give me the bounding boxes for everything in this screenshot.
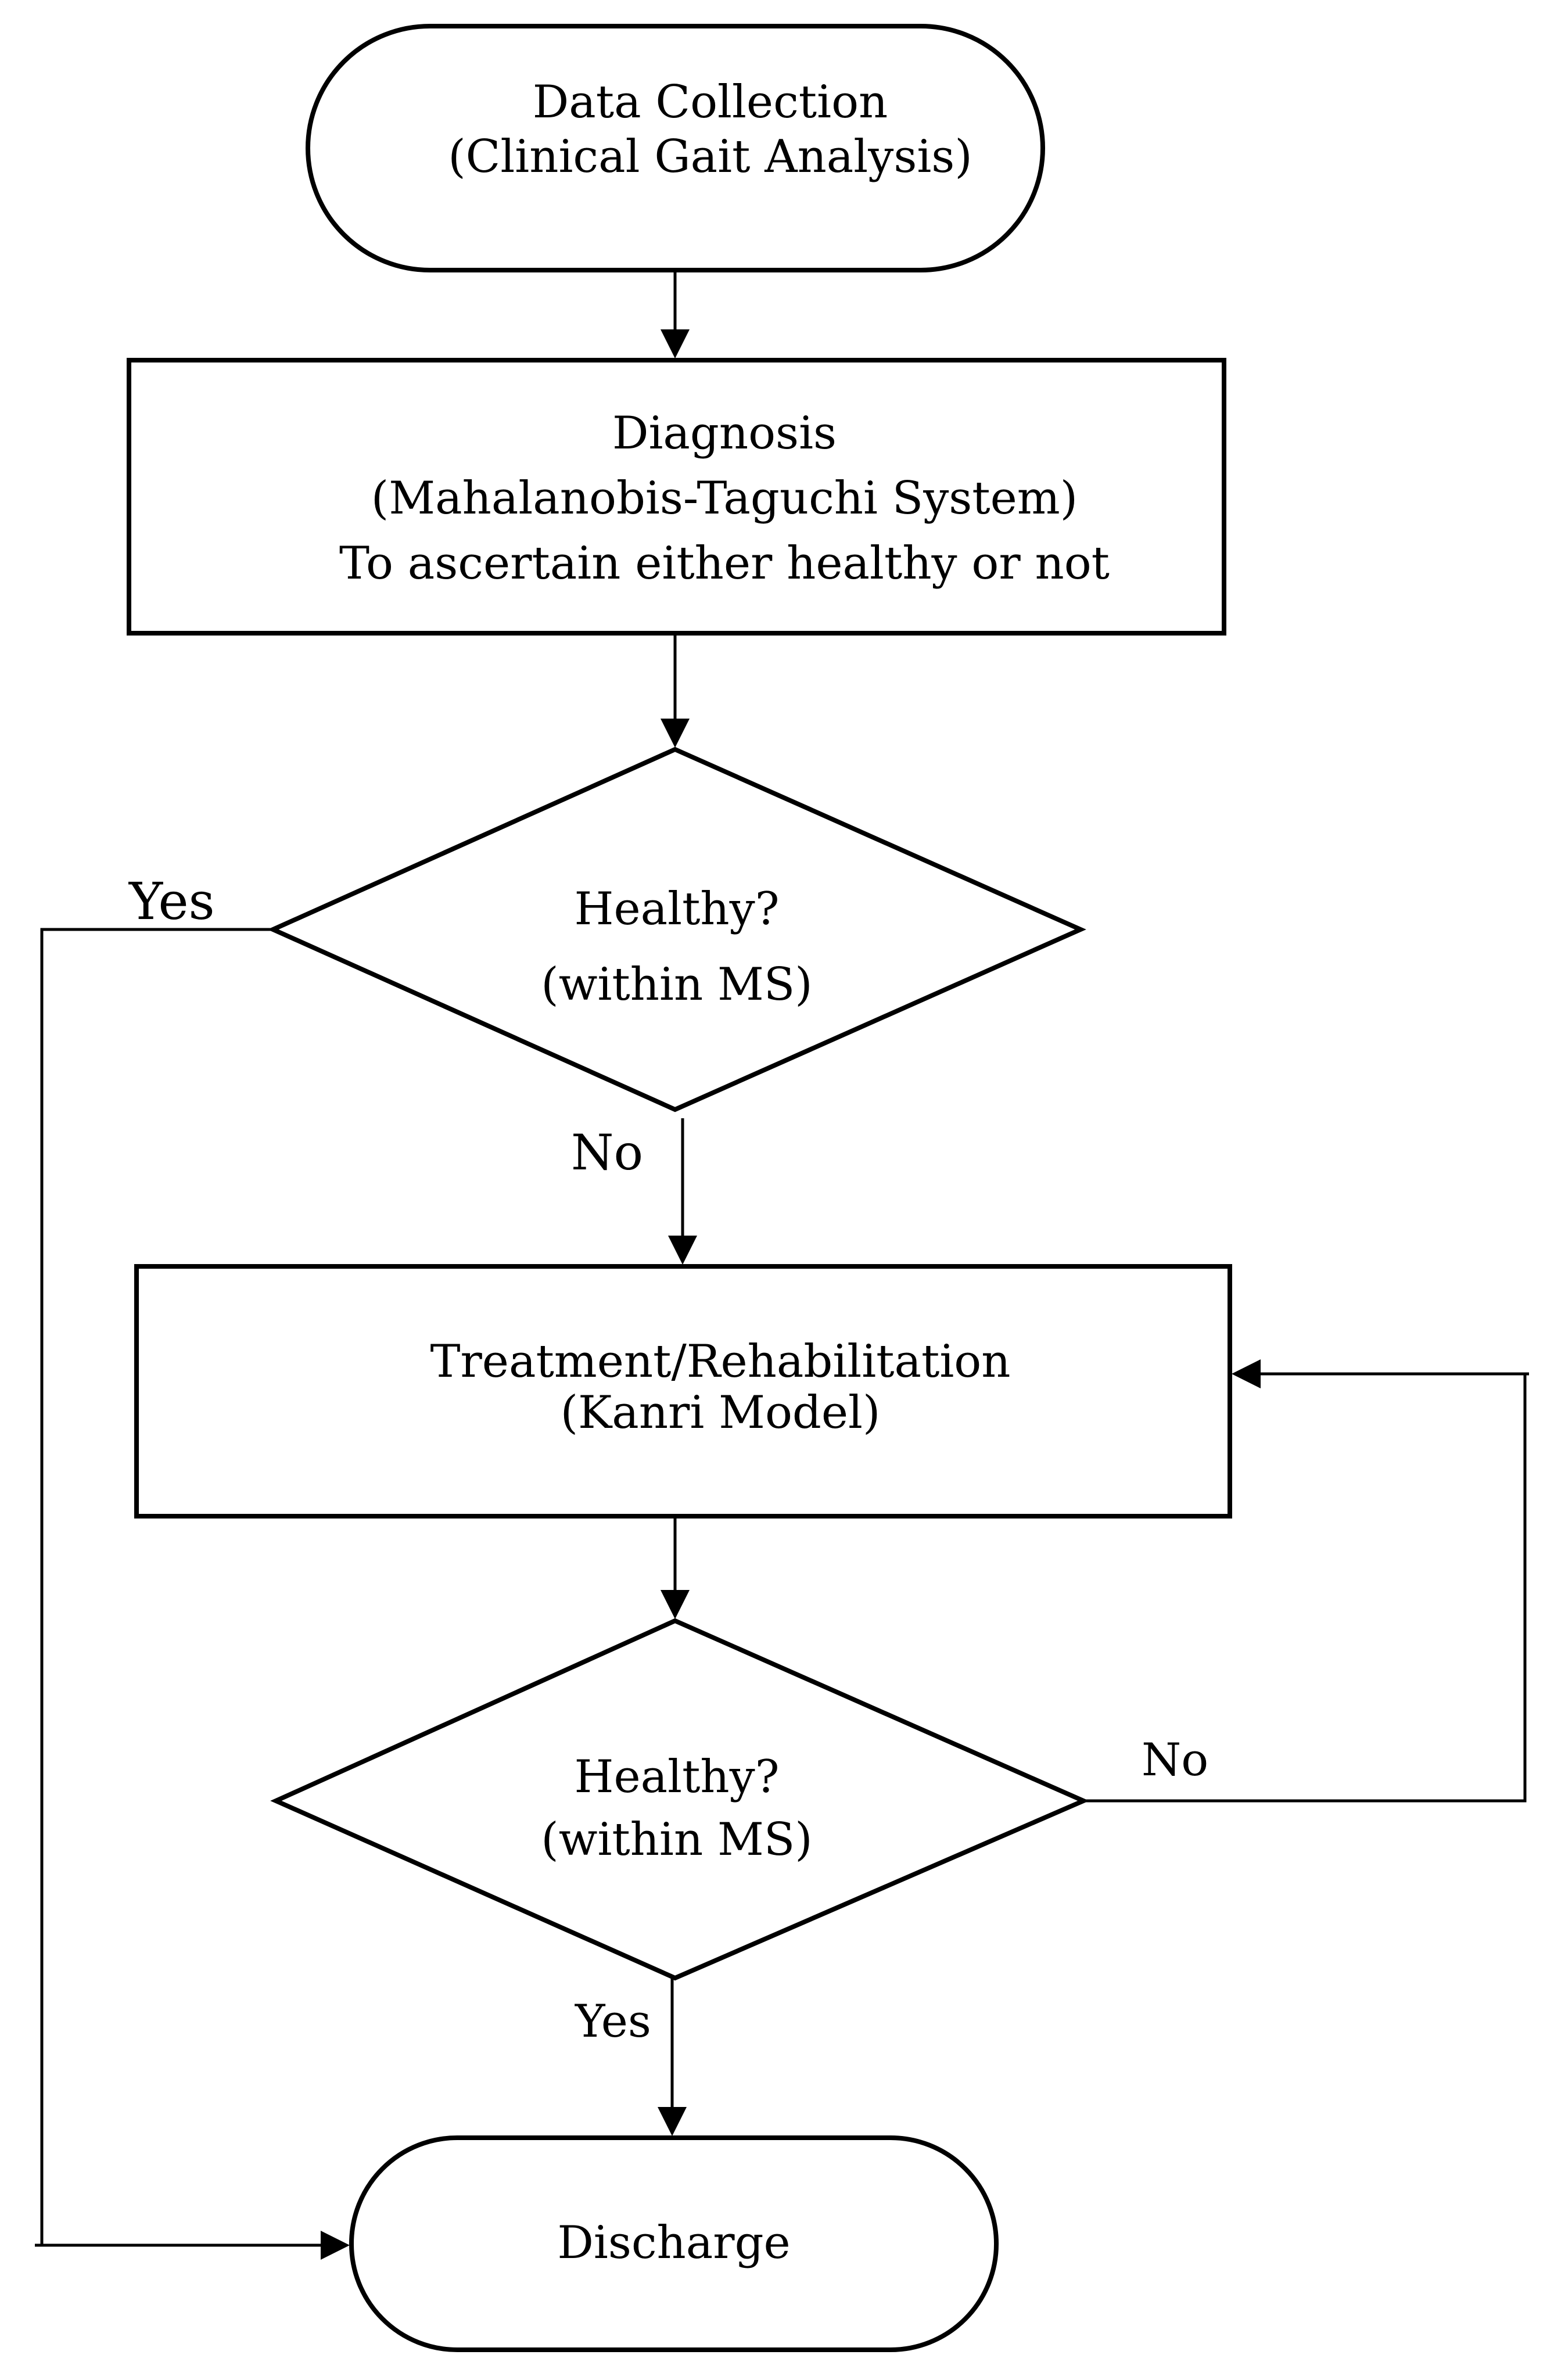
decision1-label-line1: Healthy? (574, 883, 780, 935)
arrow-decision1-yes-to-end (40, 928, 350, 2260)
start-label-line2: (Clinical Gait Analysis) (448, 130, 972, 183)
end-label-line1: Discharge (557, 2217, 791, 2269)
diagnosis-process-shape (127, 358, 1226, 636)
decision2-no-label: No (1142, 1734, 1209, 1786)
diagnosis-label-line1: Diagnosis (612, 407, 837, 460)
treatment-process-shape (134, 1264, 1232, 1519)
decision1-label-line2: (within MS) (541, 959, 813, 1011)
diagnosis-label-line3: To ascertain either healthy or not (339, 537, 1110, 590)
start-label: Data Collection (Clinical Gait Analysis) (308, 76, 1112, 184)
start-label-line1: Data Collection (532, 76, 888, 128)
decision1-yes-label: Yes (129, 871, 215, 931)
end-label: Discharge (351, 2216, 996, 2271)
decision2-label-line2: (within MS) (541, 1814, 813, 1866)
treatment-label-line1: Treatment/Rehabilitation (430, 1336, 1011, 1388)
decision2-shape (270, 1618, 1089, 1981)
decision2-label: Healthy? (within MS) (276, 1746, 1078, 1871)
treatment-label-line2: (Kanri Model) (560, 1387, 881, 1439)
decision1-label: Healthy? (within MS) (273, 871, 1081, 1022)
decision1-no-label: No (571, 1124, 644, 1181)
arrow-decision2-no-loop-to-treatment (1083, 1359, 1527, 1803)
end-terminator-shape (349, 2135, 999, 2352)
decision2-yes-label: Yes (575, 1995, 651, 2048)
decision1-shape (267, 746, 1086, 1112)
decision2-label-line1: Healthy? (574, 1751, 780, 1803)
diagnosis-label-line2: (Mahalanobis-Taguchi System) (371, 472, 1078, 525)
diagnosis-label: Diagnosis (Mahalanobis-Taguchi System) T… (129, 401, 1320, 596)
treatment-label: Treatment/Rehabilitation (Kanri Model) (137, 1336, 1304, 1438)
